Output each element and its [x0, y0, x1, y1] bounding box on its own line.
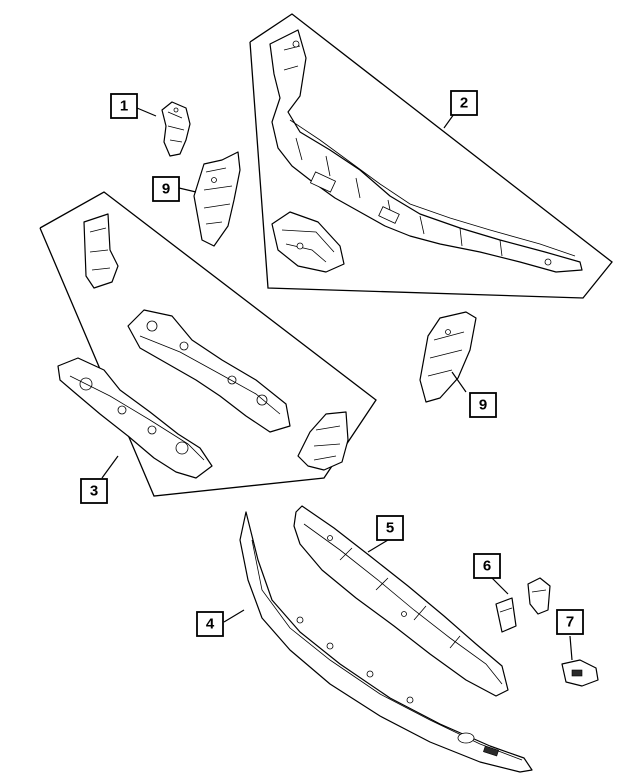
callout-2-label: 2 [460, 95, 468, 112]
callout-6-label: 6 [483, 558, 491, 575]
callout-9-upper-label: 9 [162, 181, 170, 198]
part-1-bracket [161, 101, 191, 157]
part-2-upper-crossmember [269, 29, 583, 273]
part-3-lower-support-assembly [57, 213, 349, 479]
callout-9-right-label: 9 [479, 397, 487, 414]
callout-1: 1 [110, 93, 138, 119]
panel-group-3 [39, 191, 377, 497]
part-5-upper-crossmember [293, 505, 509, 697]
part-9-upper-side-bracket [193, 151, 241, 247]
callout-6: 6 [473, 553, 501, 579]
callout-5-label: 5 [386, 520, 394, 537]
panel-group-2 [249, 13, 613, 299]
callout-7-label: 7 [566, 614, 574, 631]
callout-5: 5 [376, 515, 404, 541]
callout-2: 2 [450, 90, 478, 116]
part-7-small-bracket [561, 659, 599, 687]
callout-3-label: 3 [90, 483, 98, 500]
callout-7: 7 [556, 609, 584, 635]
leader-lines [101, 107, 573, 661]
callout-4-label: 4 [206, 616, 215, 633]
callout-3: 3 [80, 478, 108, 504]
callout-1-label: 1 [120, 98, 128, 115]
callout-9-upper: 9 [152, 176, 180, 202]
callout-4: 4 [196, 611, 224, 637]
part-4-lower-crossmember [239, 511, 533, 773]
part-9-right-side-bracket [419, 311, 477, 403]
part-6-clips [495, 577, 551, 633]
callout-9-right: 9 [469, 392, 497, 418]
